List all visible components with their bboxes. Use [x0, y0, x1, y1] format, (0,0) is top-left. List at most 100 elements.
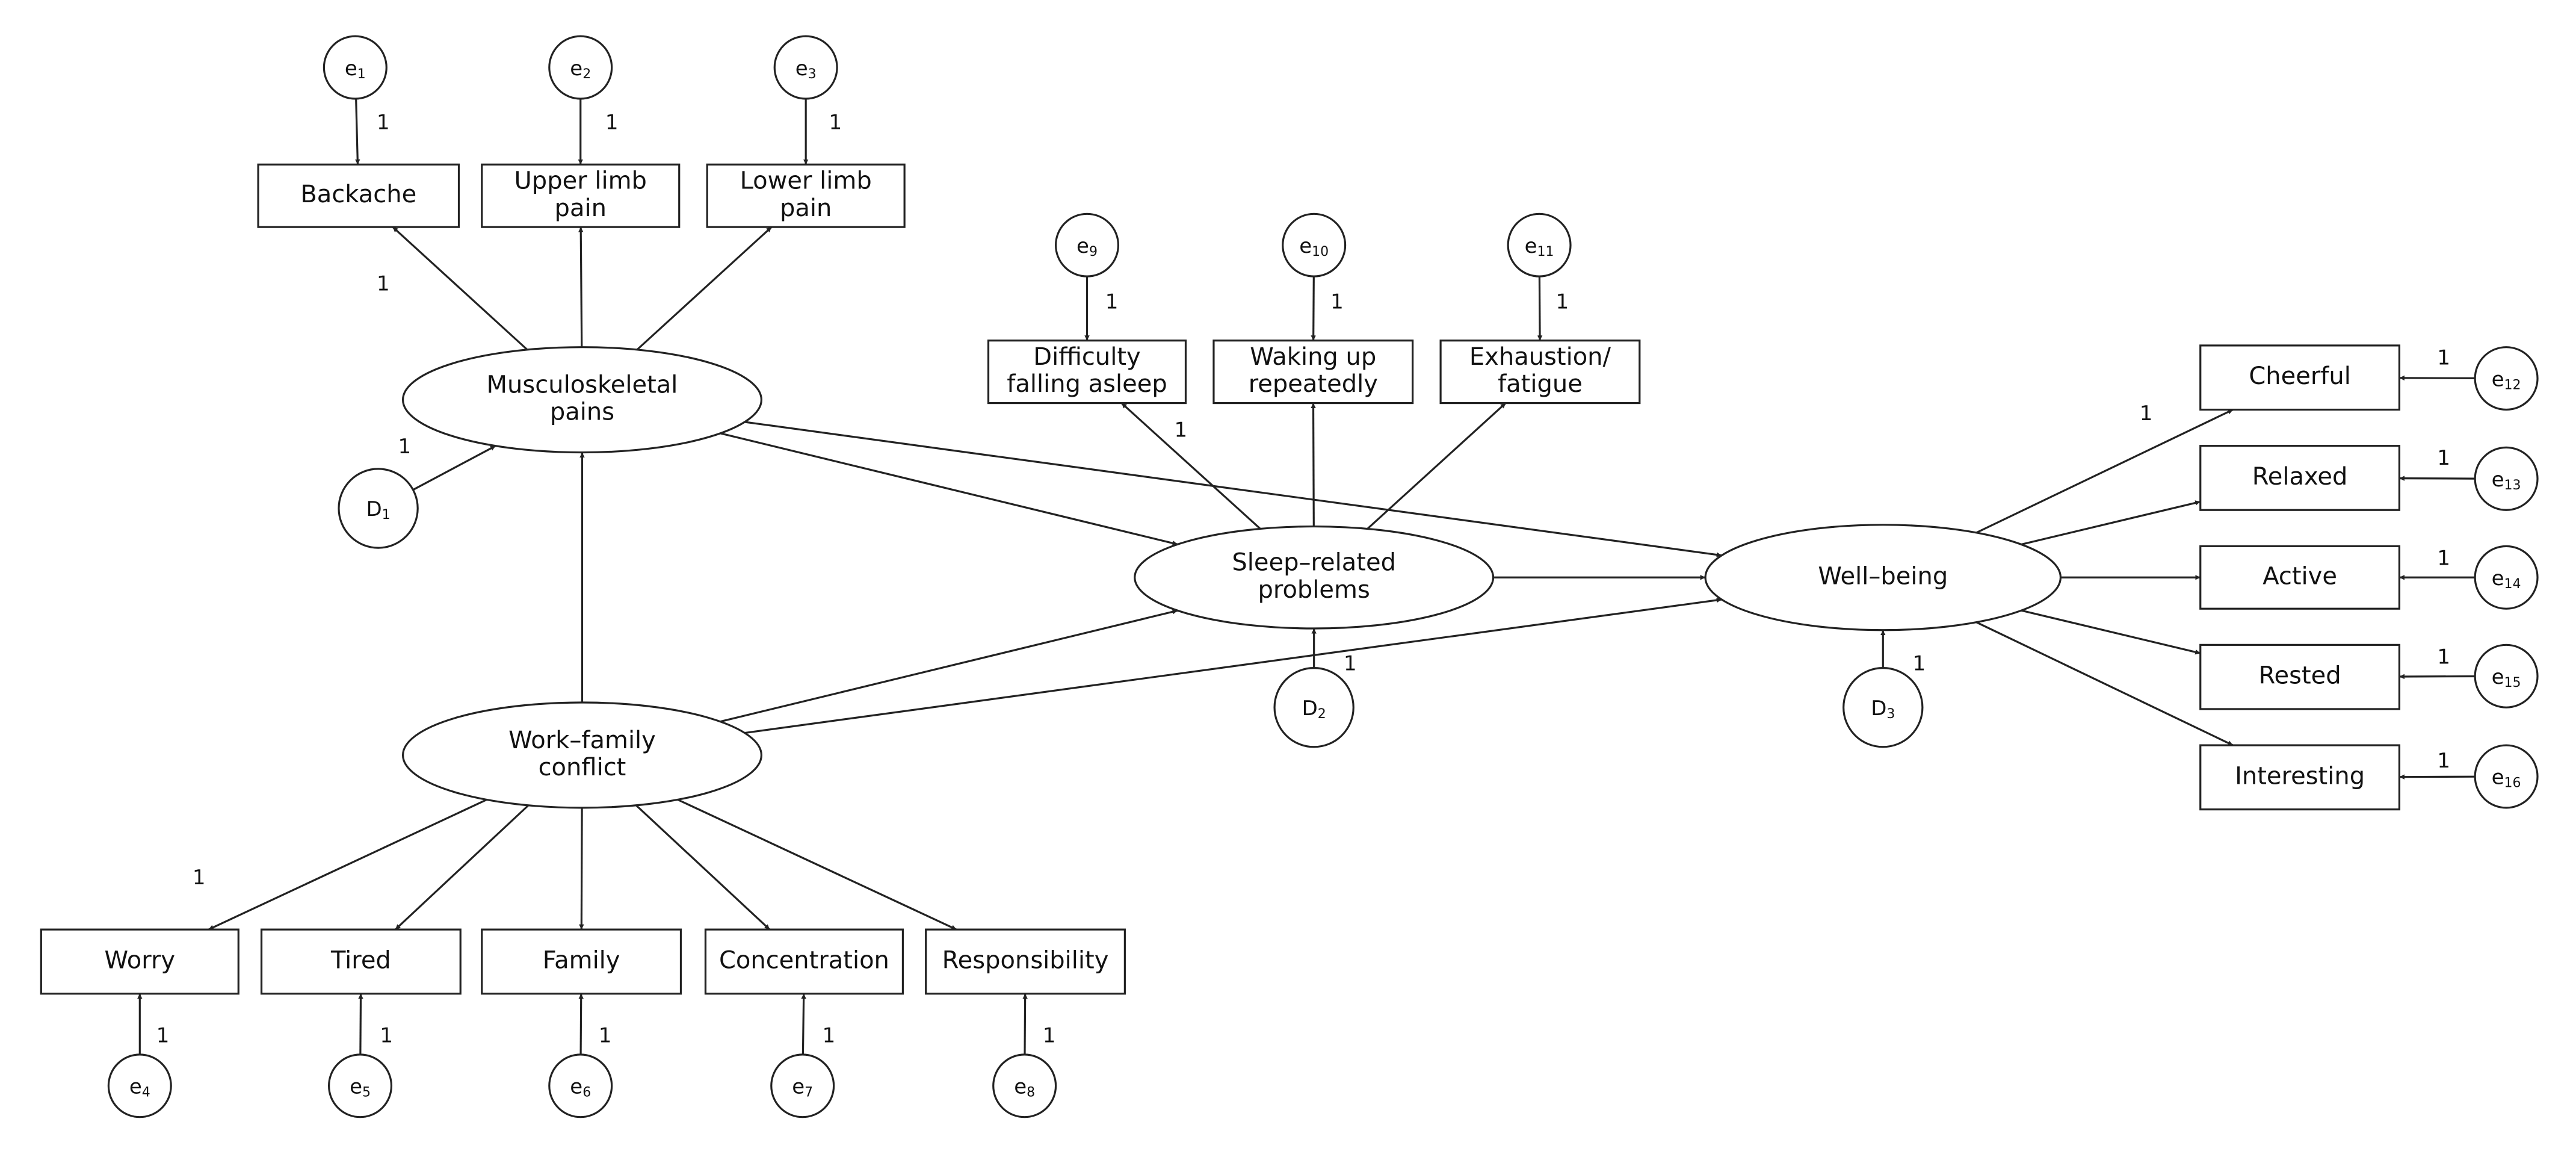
path-d1-to-musculoskeletal [412, 445, 496, 491]
fixed-loading-label: 1 [377, 271, 390, 296]
indicator-concentration: Concentration [704, 928, 904, 995]
svg-text:Tired: Tired [330, 946, 391, 974]
svg-text:D2: D2 [1302, 696, 1326, 722]
residual-e7: e7 [770, 1053, 835, 1118]
fixed-loading-label: 1 [823, 1023, 836, 1047]
svg-text:Exhaustion/: Exhaustion/ [1469, 343, 1611, 371]
fixed-loading-label: 1 [380, 1023, 393, 1047]
path-wellbeing-to-relaxed [2021, 500, 2201, 545]
svg-text:Upper limb: Upper limb [514, 167, 647, 195]
path-e15-to-rested [2399, 674, 2476, 680]
fixed-loading-label: 1 [377, 110, 390, 134]
fixed-loading-label: 1 [1174, 418, 1187, 442]
path-wellbeing-to-rested [2021, 609, 2201, 655]
svg-text:Interesting: Interesting [2235, 762, 2365, 790]
svg-text:Worry: Worry [105, 946, 176, 974]
indicator-tired: Tired [260, 928, 462, 995]
fixed-loading-label: 1 [156, 1023, 170, 1047]
path-workfamily-to-responsibility [677, 798, 957, 931]
fixed-loading-label: 1 [2437, 446, 2450, 470]
fixed-loading-label: 1 [2437, 346, 2450, 370]
indicator-responsibility: Responsibility [925, 928, 1126, 995]
residual-e3: e3 [773, 35, 838, 100]
path-e12-to-cheerful [2399, 375, 2476, 381]
path-musculoskeletal-to-sleep [720, 432, 1178, 546]
path-workfamily-to-tired [394, 804, 530, 931]
svg-text:D1: D1 [366, 497, 390, 523]
svg-text:e11: e11 [1525, 234, 1554, 259]
residual-d3: D3 [1842, 666, 1924, 748]
residual-e12: e12 [2474, 346, 2539, 411]
residual-e10: e10 [1282, 212, 1347, 278]
path-workfamily-to-worry [208, 799, 487, 931]
fixed-loading-label: 1 [1330, 290, 1344, 314]
svg-text:e5: e5 [350, 1075, 371, 1100]
svg-text:D3: D3 [1871, 696, 1895, 722]
path-musculoskeletal-to-upper_limb [578, 227, 584, 347]
residual-e14: e14 [2474, 545, 2539, 610]
fixed-loading-label: 1 [1556, 290, 1569, 314]
svg-text:e2: e2 [570, 56, 591, 82]
fixed-loading-label: 1 [1913, 652, 1926, 676]
svg-text:pains: pains [550, 398, 614, 426]
svg-text:Sleep–related: Sleep–related [1232, 549, 1396, 577]
svg-text:Backache: Backache [300, 181, 416, 208]
svg-text:e13: e13 [2492, 468, 2521, 494]
svg-text:Rested: Rested [2259, 662, 2341, 690]
fixed-loading-label: 1 [1105, 290, 1119, 314]
svg-text:fatigue: fatigue [1498, 370, 1583, 398]
indicator-exhaustion: Exhaustion/fatigue [1439, 340, 1641, 405]
residual-e8: e8 [992, 1053, 1057, 1118]
path-musculoskeletal-to-wellbeing [744, 421, 1722, 557]
svg-text:e4: e4 [129, 1075, 150, 1100]
svg-text:problems: problems [1258, 576, 1370, 604]
svg-text:e9: e9 [1076, 234, 1098, 259]
fixed-loading-label: 1 [193, 866, 206, 890]
path-wellbeing-to-cheerful [1975, 409, 2234, 534]
svg-text:pain: pain [780, 194, 832, 222]
fixed-loading-label: 1 [605, 110, 619, 134]
fixed-loading-label: 1 [829, 110, 842, 134]
residual-d2: D2 [1273, 666, 1354, 748]
svg-text:Well–being: Well–being [1818, 562, 1948, 590]
svg-text:Difficulty: Difficulty [1033, 343, 1140, 371]
residual-d1: D1 [338, 468, 419, 549]
fixed-loading-label: 1 [2437, 547, 2450, 571]
svg-text:repeatedly: repeatedly [1249, 370, 1378, 398]
svg-text:Responsibility: Responsibility [942, 946, 1109, 974]
fixed-loading-label: 1 [398, 435, 411, 459]
svg-text:e8: e8 [1014, 1075, 1035, 1100]
path-e11-to-exhaustion [1537, 276, 1543, 341]
svg-text:falling asleep: falling asleep [1007, 370, 1167, 398]
indicator-relaxed: Relaxed [2199, 445, 2401, 511]
path-musculoskeletal-to-backache [392, 226, 528, 351]
fixed-loading-label: 1 [2140, 402, 2153, 426]
path-e5-to-tired [358, 993, 363, 1055]
svg-text:Active: Active [2262, 562, 2337, 590]
svg-text:e10: e10 [1299, 234, 1329, 259]
residual-e6: e6 [548, 1053, 613, 1118]
indicator-family: Family [481, 928, 682, 995]
residual-e13: e13 [2474, 446, 2539, 511]
indicator-interesting: Interesting [2199, 744, 2401, 811]
svg-text:Lower limb: Lower limb [740, 167, 872, 195]
residual-e4: e4 [107, 1053, 172, 1118]
indicator-worry: Worry [40, 928, 239, 995]
svg-text:e1: e1 [345, 56, 366, 82]
svg-text:conflict: conflict [539, 754, 626, 781]
fixed-loading-label: 1 [599, 1023, 612, 1047]
fixed-loading-label: 1 [1043, 1023, 1056, 1047]
fixed-loading-label: 1 [2437, 645, 2450, 669]
svg-text:e7: e7 [792, 1075, 813, 1100]
path-musculoskeletal-to-lower_limb [636, 226, 773, 351]
svg-text:Relaxed: Relaxed [2252, 463, 2348, 491]
fixed-loading-label: 1 [2437, 749, 2450, 773]
indicator-cheerful: Cheerful [2199, 344, 2401, 411]
svg-text:Waking up: Waking up [1250, 343, 1376, 371]
